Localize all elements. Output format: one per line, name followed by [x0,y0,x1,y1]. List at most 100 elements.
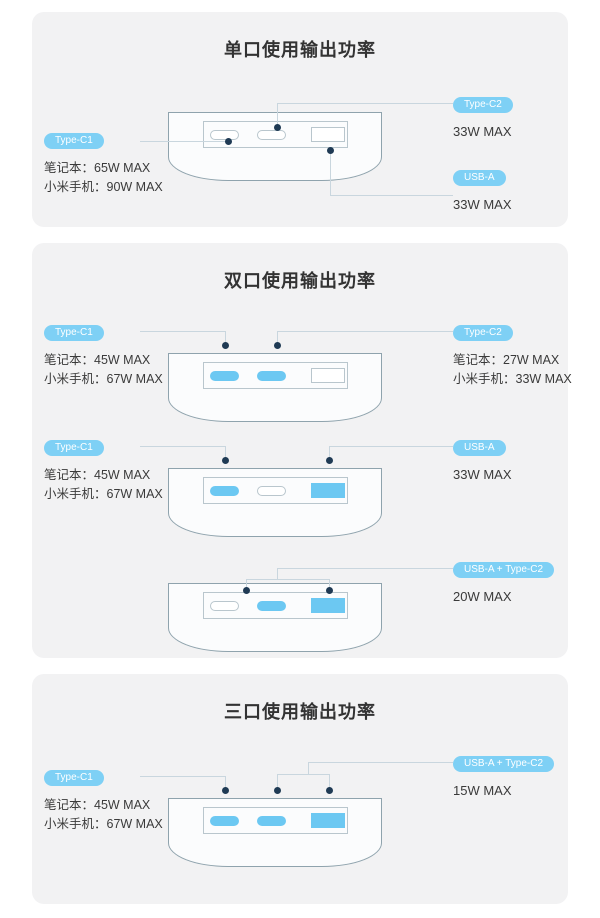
device-bottom [168,396,382,422]
leader-line-t-c1-horiz [140,776,225,777]
leader-line-d2-c1-horiz [140,446,225,447]
spec-phone: 小米手机：90W MAX [44,180,163,194]
leader-line-t-combo-right-drop [329,774,330,790]
label-block-c1-single: Type-C1 笔记本：65W MAX 小米手机：90W MAX [44,130,204,197]
spec-phone: 小米手机：67W MAX [44,372,163,386]
leader-line-d3-left-drop [246,579,247,589]
leader-line-t-c1-vert [225,776,226,790]
label-block-usba-single: USB-A 33W MAX [453,167,600,212]
port-type-c1 [210,601,239,611]
leader-line-d1-c1-horiz [140,331,225,332]
port-type-c2 [257,601,286,611]
leader-dot-t-c2 [274,787,281,794]
label-block-d1-c1: Type-C1 笔记本：45W MAX 小米手机：67W MAX [44,322,204,389]
leader-line-t-combo-left-drop [277,774,278,790]
section-card-triple-port: 三口使用输出功率 Type-C1 笔记本：45W MAX 小米手机：67W MA… [32,674,568,904]
label-block-d2-usba: USB-A 33W MAX [453,437,600,482]
max-power-combo: 15W MAX [453,783,512,798]
leader-line-usba-vert [330,151,331,196]
badge-usb-a: USB-A [453,440,506,456]
leader-dot-d1-c1 [222,342,229,349]
port-type-c2 [257,130,286,140]
leader-line-t-combo-horiz [308,762,453,763]
badge-type-c1: Type-C1 [44,133,104,149]
device-illustration-single [168,112,384,184]
port-usb-a [311,368,345,383]
max-power-combo: 20W MAX [453,589,512,604]
leader-line-d2-usba-horiz [329,446,453,447]
spec-phone: 小米手机：67W MAX [44,817,163,831]
leader-line-c2-horiz [277,103,453,104]
section-title-double-port: 双口使用输出功率 [224,271,376,291]
spec-phone: 小米手机：67W MAX [44,487,163,501]
device-bottom [168,841,382,867]
badge-usb-a: USB-A [453,170,506,186]
spec-laptop: 笔记本：45W MAX [44,353,151,367]
leader-dot-d3-c2 [243,587,250,594]
badge-usb-a-plus-type-c2: USB-A + Type-C2 [453,562,555,578]
leader-dot-t-c1 [222,787,229,794]
badge-type-c1: Type-C1 [44,440,104,456]
label-block-d2-c1: Type-C1 笔记本：45W MAX 小米手机：67W MAX [44,437,204,504]
spec-laptop: 笔记本：65W MAX [44,161,151,175]
leader-dot-d3-usba [326,587,333,594]
leader-dot-c1 [225,138,232,145]
leader-line-d1-c2-vert [277,331,278,345]
device-bottom [168,155,382,181]
port-usb-a [311,127,345,142]
label-block-c2-single: Type-C2 33W MAX [453,94,600,139]
leader-line-d2-c1-vert [225,446,226,460]
spec-laptop: 笔记本：45W MAX [44,798,151,812]
leader-dot-d2-c1 [222,457,229,464]
max-power-usba: 33W MAX [453,467,512,482]
leader-dot-d2-usba [326,457,333,464]
device-illustration-double-2 [168,468,384,540]
spec-phone: 小米手机：33W MAX [453,372,572,386]
leader-line-d3-horiz [277,568,453,569]
label-block-d3-combo: USB-A + Type-C2 20W MAX [453,559,600,604]
badge-usb-a-plus-type-c2: USB-A + Type-C2 [453,756,555,772]
label-block-t-c1: Type-C1 笔记本：45W MAX 小米手机：67W MAX [44,767,204,834]
device-port-panel [203,477,348,504]
leader-line-d1-c2-horiz [277,331,453,332]
device-bottom [168,511,382,537]
badge-type-c1: Type-C1 [44,770,104,786]
leader-dot-usba [327,147,334,154]
leader-line-d2-usba-vert [329,446,330,460]
spec-laptop: 笔记本：45W MAX [44,468,151,482]
device-illustration-triple [168,798,384,870]
leader-dot-t-usba [326,787,333,794]
badge-type-c2: Type-C2 [453,325,513,341]
leader-line-c1 [140,141,228,142]
port-type-c2 [257,371,286,381]
device-port-panel [203,362,348,389]
device-port-panel [203,807,348,834]
port-type-c1 [210,816,239,826]
leader-line-d3-right-drop [329,579,330,589]
section-title-triple-port: 三口使用输出功率 [224,702,376,722]
leader-line-d3-bracket [246,579,330,580]
leader-line-t-combo-stem [308,762,309,774]
leader-line-d3-stem [277,568,278,579]
spec-laptop: 笔记本：27W MAX [453,353,560,367]
section-card-double-port: 双口使用输出功率 Type-C1 笔记本：45W MAX 小米手机：67W MA… [32,243,572,658]
badge-type-c1: Type-C1 [44,325,104,341]
device-port-panel [203,121,348,148]
device-port-panel [203,592,348,619]
section-title-single-port: 单口使用输出功率 [224,40,376,60]
port-type-c1 [210,371,239,381]
port-usb-a [311,813,345,828]
max-power-usba: 33W MAX [453,197,512,212]
leader-line-c2-vert [277,103,278,127]
port-type-c1 [210,486,239,496]
leader-line-usba-horiz [330,195,453,196]
port-type-c1 [210,130,239,140]
device-bottom [168,626,382,652]
leader-dot-c2 [274,124,281,131]
device-illustration-double-3 [168,583,384,655]
leader-line-d1-c1-vert [225,331,226,345]
label-block-d1-c2: Type-C2 笔记本：27W MAX 小米手机：33W MAX [453,322,600,389]
port-type-c2 [257,486,286,496]
max-power-c2: 33W MAX [453,124,512,139]
device-illustration-double-1 [168,353,384,425]
